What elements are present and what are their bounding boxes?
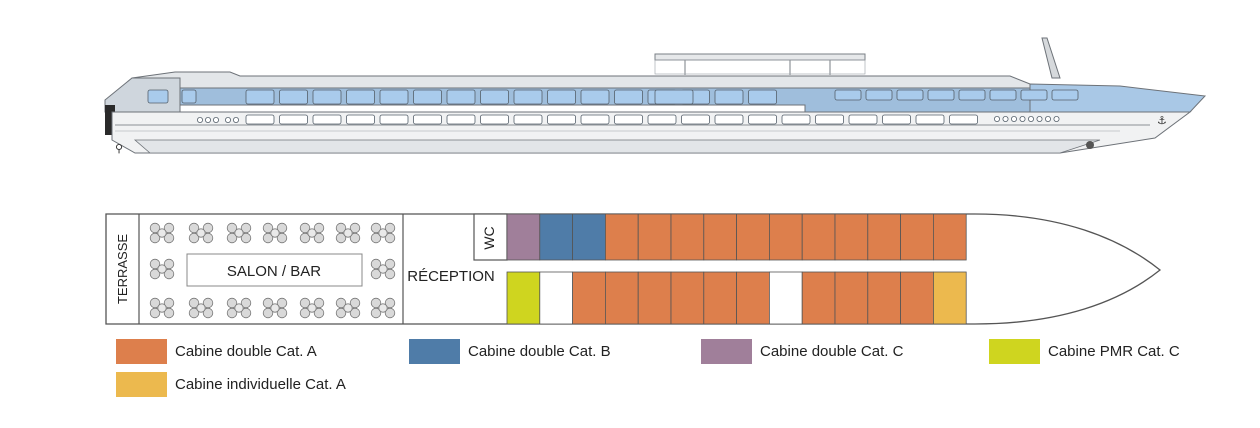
table-group: [335, 297, 361, 319]
salon-label: SALON / BAR: [227, 263, 321, 280]
cabin-cat-a-double: [736, 213, 770, 261]
cabin-cat-a-double: [900, 271, 934, 325]
cabin-cat-a-double: [637, 213, 672, 261]
table-group: [335, 222, 361, 244]
ship-side-view: ⚓ ⚲: [104, 37, 1207, 155]
wc-room: [473, 213, 508, 261]
cabin-cat-a-double: [834, 271, 869, 325]
cabin-cat-b-double: [539, 213, 573, 261]
upper-windows: [147, 89, 1079, 105]
cabin-cat-a-double: [703, 271, 737, 325]
cabin-cat-a-double: [769, 213, 803, 261]
cabin-cat-a-double: [801, 213, 836, 261]
terrace-label: TERRASSE: [115, 234, 130, 304]
bar-counter: [186, 253, 363, 287]
cabin-cat-a-double: [867, 213, 901, 261]
cabin-cat-a-double: [572, 271, 606, 325]
cabin-cat-a-single: [933, 271, 967, 325]
cabin-cat-a-double: [670, 213, 705, 261]
table-group: [299, 297, 325, 319]
table-group: [370, 297, 396, 319]
cabin-cat-a-double: [801, 271, 836, 325]
corridor-gap: [539, 271, 573, 325]
cabin-cat-a-double: [736, 271, 770, 325]
reception-label: RÉCEPTION: [407, 268, 495, 285]
cabin-cat-a-double: [670, 271, 705, 325]
cabin-cat-a-double: [637, 271, 672, 325]
table-group: [188, 222, 214, 244]
cabins-starboard-row: [506, 213, 967, 261]
mast: [1041, 37, 1061, 79]
table-group: [262, 297, 288, 319]
cabin-cat-a-double: [867, 271, 901, 325]
cabin-cat-c-pmr: [506, 271, 541, 325]
cabin-cat-c-double: [506, 213, 541, 261]
table-group: [188, 297, 214, 319]
cabin-cat-b-double: [572, 213, 606, 261]
svg-text:⚓: ⚓: [1157, 114, 1167, 127]
table-group: [370, 222, 396, 244]
svg-text:⚲: ⚲: [115, 142, 123, 155]
table-group: [370, 258, 396, 280]
table-group: [299, 222, 325, 244]
table-group: [149, 222, 175, 244]
cabin-cat-a-double: [933, 213, 967, 261]
cabin-cat-a-double: [834, 213, 869, 261]
cabin-cat-a-double: [605, 213, 639, 261]
table-group: [149, 258, 175, 280]
salon-seating: [149, 222, 396, 319]
cabin-cat-a-double: [703, 213, 737, 261]
table-group: [226, 222, 252, 244]
corridor-gap: [769, 271, 803, 325]
table-group: [226, 297, 252, 319]
cabins-port-row: [506, 271, 967, 325]
portholes: [196, 116, 1060, 124]
wc-label: WC: [481, 226, 497, 249]
lower-windows: [245, 114, 978, 125]
table-group: [262, 222, 288, 244]
table-group: [149, 297, 175, 319]
cabin-cat-a-double: [605, 271, 639, 325]
cabin-cat-a-double: [900, 213, 934, 261]
